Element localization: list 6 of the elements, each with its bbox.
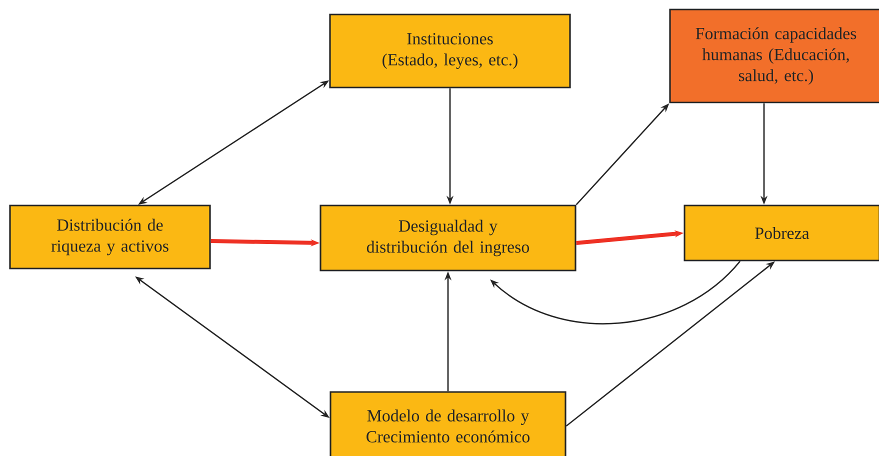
process-box: Pobreza — [684, 204, 879, 262]
process-box: Modelo de desarrollo y Crecimiento económico — [330, 391, 566, 456]
process-box: Distribución de riqueza y activos — [9, 204, 211, 270]
process-box: Instituciones (Estado, leyes, etc.) — [329, 14, 571, 88]
process-box: Desigualdad y distribución del ingreso — [320, 204, 576, 272]
process-box: Formación capacidades humanas (Educación, salud, etc.) — [669, 8, 879, 104]
